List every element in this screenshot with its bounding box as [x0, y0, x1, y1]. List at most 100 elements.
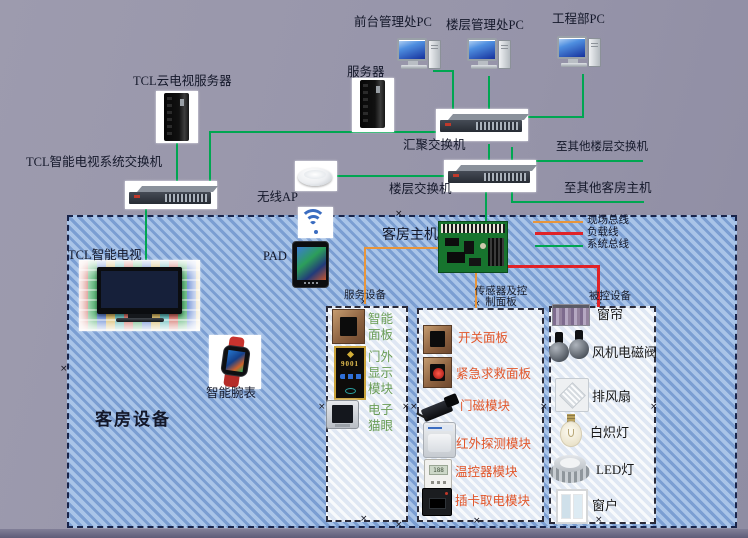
smart-watch-icon — [209, 335, 261, 389]
tcl-cloud-server-icon — [156, 91, 198, 143]
incandescent-lamp-icon — [557, 414, 585, 452]
smart-panel-icon — [332, 309, 365, 344]
legend-system-bus-swatch — [535, 245, 583, 247]
tcl-tv-system-switch-label: TCL智能电视系统交换机 — [26, 155, 163, 169]
load-line — [505, 265, 600, 268]
floor-switch-icon — [444, 160, 538, 192]
window-icon — [556, 489, 588, 524]
tcl-smart-tv-label: TCL智能电视 — [68, 248, 142, 262]
led-lamp-label: LED灯 — [596, 462, 635, 477]
door-display-label: 门外显示模块 — [368, 350, 394, 396]
controlled-devices-header: 被控设备 — [589, 291, 631, 302]
peephole-icon — [326, 400, 359, 429]
system-bus-line — [433, 70, 454, 72]
floor-mgmt-pc-label: 楼层管理处PC — [446, 18, 524, 32]
infrared-detector-icon — [423, 422, 456, 458]
selection-handle: × — [410, 402, 418, 412]
engineering-pc-icon — [556, 29, 602, 75]
thermostat-icon: 188 — [424, 459, 452, 489]
field-bus-line — [364, 247, 440, 249]
fan-solenoid-valve-icon — [548, 330, 592, 370]
selection-handle: × — [473, 516, 481, 526]
system-bus-line — [176, 140, 178, 185]
system-bus-line — [527, 116, 584, 118]
card-power-label: 插卡取电模块 — [455, 494, 531, 508]
system-bus-line — [145, 207, 147, 264]
floor-mgmt-pc-icon — [466, 31, 512, 77]
system-bus-line — [511, 201, 644, 203]
legend-load-line-swatch — [535, 232, 583, 235]
door-display-number: 9001 — [341, 360, 359, 368]
smart-watch-label: 智能腕表 — [206, 386, 257, 400]
selection-handle: × — [650, 402, 658, 412]
legend-field-bus-swatch — [533, 221, 583, 223]
fan-solenoid-valve-label: 风机电磁阀 — [592, 345, 658, 360]
infrared-detector-label: 红外探测模块 — [456, 437, 532, 451]
system-bus-line — [511, 190, 513, 203]
service-devices-header: 服务设备 — [344, 290, 386, 301]
pad-icon — [292, 241, 329, 288]
door-display-icon: 9001 — [334, 346, 366, 400]
server-label: 服务器 — [347, 65, 385, 79]
thermostat-display: 188 — [429, 465, 448, 475]
wireless-ap-icon — [295, 161, 337, 191]
slide-bottom-strip — [0, 529, 748, 538]
system-bus-line — [582, 74, 584, 118]
to-other-floor-switches-label: 至其他楼层交换机 — [556, 141, 648, 153]
card-power-icon — [422, 488, 452, 516]
system-bus-line — [488, 76, 490, 114]
switch-panel-label: 开关面板 — [458, 331, 509, 345]
window-label: 窗户 — [592, 498, 619, 513]
exhaust-fan-icon — [555, 378, 589, 412]
controlled-devices-box — [549, 306, 656, 524]
server-icon — [352, 78, 394, 132]
system-bus-line — [452, 70, 454, 116]
selection-handle: × — [540, 402, 548, 412]
selection-handle: × — [360, 298, 368, 307]
system-bus-line — [210, 131, 438, 133]
system-bus-line — [488, 144, 490, 164]
field-bus-line — [364, 247, 366, 304]
to-other-room-hosts-label: 至其他客房主机 — [564, 181, 652, 195]
floor-switch-label: 楼层交换机 — [389, 182, 452, 196]
thermostat-label: 温控器模块 — [455, 465, 518, 479]
peephole-label: 电子猫眼 — [368, 403, 394, 433]
selection-handle: × — [60, 364, 68, 374]
room-devices-title: 客房设备 — [95, 410, 171, 429]
system-bus-line — [334, 175, 446, 177]
tcl-tv-system-switch-icon — [125, 181, 219, 209]
frontdesk-pc-label: 前台管理处PC — [354, 15, 432, 29]
legend-load-line-label: 负载线 — [587, 227, 619, 238]
smart-panel-label: 智能面板 — [368, 312, 394, 342]
load-line — [597, 265, 600, 307]
door-magnet-label: 门磁模块 — [460, 399, 511, 413]
selection-handle: × — [595, 515, 603, 525]
wireless-ap-label: 无线AP — [257, 190, 298, 204]
field-bus-line — [475, 271, 477, 308]
system-bus-line — [511, 147, 513, 162]
frontdesk-pc-icon — [396, 31, 442, 77]
door-magnet-icon — [416, 392, 460, 423]
emergency-panel-icon — [423, 357, 452, 388]
incandescent-lamp-label: 白炽灯 — [590, 425, 630, 440]
room-host-board-icon — [438, 221, 508, 273]
room-host-label: 客房主机 — [382, 228, 438, 243]
curtain-icon — [552, 304, 590, 326]
emergency-panel-label: 紧急求救面板 — [456, 367, 532, 381]
led-lamp-icon — [550, 452, 590, 486]
system-bus-line — [485, 190, 487, 223]
selection-handle: × — [318, 402, 326, 412]
curtain-label: 窗帘 — [597, 307, 624, 322]
selection-handle: × — [395, 209, 403, 219]
selection-handle: × — [360, 514, 368, 524]
exhaust-fan-label: 排风扇 — [592, 389, 632, 404]
system-bus-line — [209, 131, 211, 184]
legend-system-bus-label: 系统总线 — [587, 239, 629, 250]
system-bus-line — [511, 160, 643, 162]
engineering-pc-label: 工程部PC — [552, 12, 605, 26]
aggregation-switch-icon — [436, 109, 530, 141]
switch-panel-icon — [423, 325, 452, 354]
aggregation-switch-label: 汇聚交换机 — [403, 138, 466, 152]
selection-handle: × — [395, 520, 403, 530]
wifi-signal-icon — [298, 207, 333, 238]
